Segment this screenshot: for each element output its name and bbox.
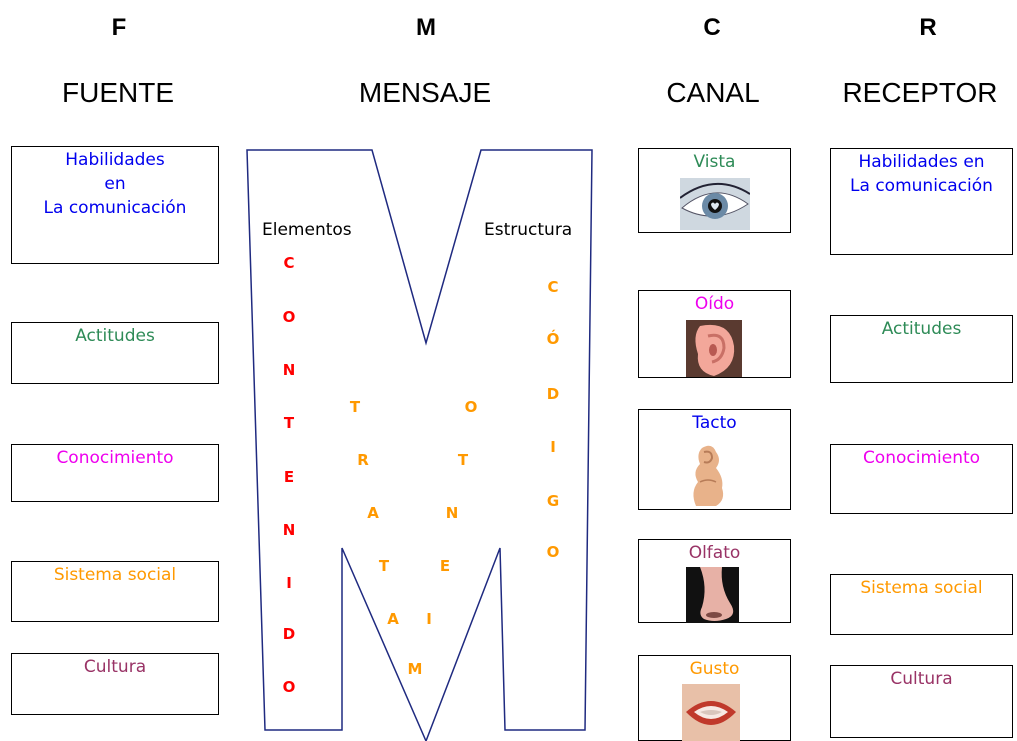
tratamiento-letter: A xyxy=(387,610,399,628)
fuente-conocimiento-box: Conocimiento xyxy=(11,444,219,502)
tratamiento-letter: E xyxy=(439,557,451,575)
receptor-habilidades-line1: Habilidades en xyxy=(858,152,985,172)
fuente-habilidades-line3: La comunicación xyxy=(43,197,187,218)
header-letter-f: F xyxy=(111,14,127,41)
hand-icon xyxy=(693,445,724,506)
canal-vista-label: Vista xyxy=(693,152,736,172)
ear-icon xyxy=(686,320,742,377)
tratamiento-letter: T xyxy=(349,398,361,416)
codigo-letter: C xyxy=(547,278,559,296)
receptor-habilidades-box: Habilidades en La comunicación xyxy=(830,148,1013,255)
receptor-conocimiento-box: Conocimiento xyxy=(830,444,1013,514)
tratamiento-letter: R xyxy=(357,451,369,469)
contenido-letter: T xyxy=(283,414,295,432)
eye-icon xyxy=(680,178,750,230)
canal-oido-label: Oído xyxy=(694,294,735,314)
receptor-conocimiento-label: Conocimiento xyxy=(862,448,981,468)
receptor-cultura-box: Cultura xyxy=(830,665,1013,738)
codigo-letter: Ó xyxy=(546,330,560,348)
header-letter-r: R xyxy=(919,14,937,41)
fuente-cultura-box: Cultura xyxy=(11,653,219,715)
header-letter-c: C xyxy=(703,14,721,41)
fuente-sistema-social-box: Sistema social xyxy=(11,561,219,622)
receptor-actitudes-label: Actitudes xyxy=(881,319,962,339)
codigo-letter: D xyxy=(546,385,560,403)
fuente-habilidades-line2: en xyxy=(104,173,126,194)
tratamiento-letter: T xyxy=(378,557,390,575)
tratamiento-letter: N xyxy=(445,504,459,522)
contenido-letter: I xyxy=(286,574,292,592)
contenido-letter: N xyxy=(282,521,296,539)
receptor-cultura-label: Cultura xyxy=(890,669,953,689)
title-fuente: FUENTE xyxy=(62,77,174,108)
codigo-letter: I xyxy=(550,438,556,456)
contenido-letter: O xyxy=(282,308,296,326)
tratamiento-letter: T xyxy=(457,451,469,469)
receptor-sistema-social-label: Sistema social xyxy=(860,578,983,598)
fuente-conocimiento-label: Conocimiento xyxy=(56,448,174,468)
nose-icon xyxy=(686,567,739,623)
canal-gusto-label: Gusto xyxy=(689,659,740,679)
tratamiento-letter: A xyxy=(367,504,379,522)
contenido-letter: N xyxy=(282,361,296,379)
receptor-habilidades-line2: La comunicación xyxy=(850,175,993,196)
receptor-actitudes-box: Actitudes xyxy=(830,315,1013,383)
mensaje-estructura-label: Estructura xyxy=(484,220,573,240)
fuente-habilidades-box: Habilidades en La comunicación xyxy=(11,146,219,264)
title-receptor: RECEPTOR xyxy=(842,77,998,108)
contenido-letter: O xyxy=(282,678,296,696)
contenido-letter: D xyxy=(282,625,296,643)
codigo-letter: G xyxy=(546,492,560,510)
tratamiento-letter: O xyxy=(464,398,478,416)
receptor-sistema-social-box: Sistema social xyxy=(830,574,1013,635)
mensaje-elementos-label: Elementos xyxy=(262,220,352,240)
fuente-habilidades-line1: Habilidades xyxy=(65,150,165,170)
fuente-actitudes-box: Actitudes xyxy=(11,322,219,384)
fuente-sistema-social-label: Sistema social xyxy=(53,565,177,585)
mouth-icon xyxy=(682,684,740,741)
contenido-letter: C xyxy=(283,254,295,272)
tratamiento-letter: M xyxy=(407,660,423,678)
canal-olfato-label: Olfato xyxy=(688,543,741,563)
canal-tacto-label: Tacto xyxy=(692,413,737,433)
title-canal: CANAL xyxy=(666,77,760,108)
fuente-actitudes-label: Actitudes xyxy=(75,326,155,346)
tratamiento-letter: I xyxy=(426,610,432,628)
header-letter-m: M xyxy=(416,14,436,41)
contenido-letter: E xyxy=(283,468,295,486)
fuente-cultura-label: Cultura xyxy=(83,657,147,677)
m-shape-outline xyxy=(246,149,593,741)
title-mensaje: MENSAJE xyxy=(358,77,492,108)
codigo-letter: O xyxy=(546,543,560,561)
